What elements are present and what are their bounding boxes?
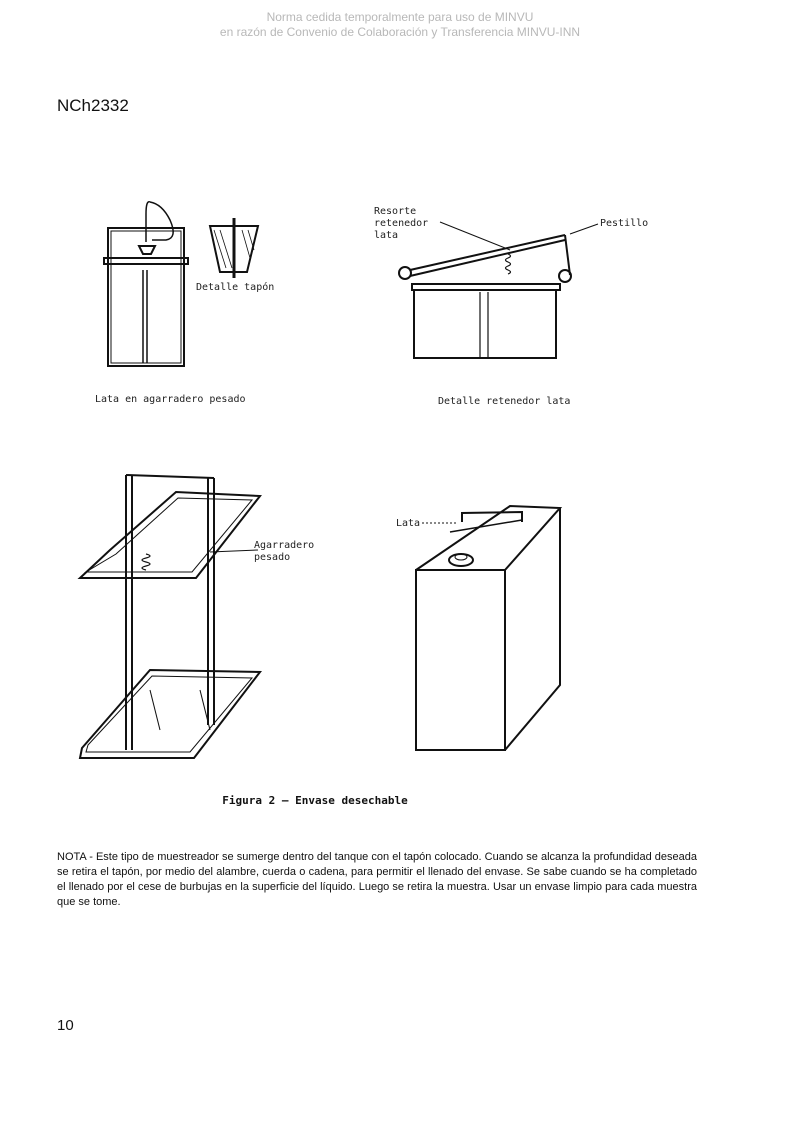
figure-title: Figura 2 – Envase desechable: [222, 794, 408, 807]
figure-2-drawing: Detalle tapón Lata en agarradero pesado …: [77, 201, 648, 759]
watermark: Norma cedida temporalmente para uso de M…: [0, 10, 800, 40]
label-resorte-line2: retenedor: [374, 218, 428, 229]
label-detalle-retenedor: Detalle retenedor lata: [438, 396, 570, 407]
label-resorte-line1: Resorte: [374, 206, 416, 217]
watermark-line-2: en razón de Convenio de Colaboración y T…: [219, 25, 581, 39]
label-detalle-tapon: Detalle tapón: [196, 281, 274, 293]
label-lata-agarradero: Lata en agarradero pesado: [95, 394, 246, 405]
plug-detail-drawing: [208, 218, 260, 278]
watermark-line-1: Norma cedida temporalmente para uso de M…: [266, 10, 534, 24]
can-box-drawing: [415, 504, 563, 751]
can-in-weighted-holder-drawing: [103, 201, 189, 367]
label-pestillo: Pestillo: [600, 218, 648, 229]
label-agarradero-line1: Agarradero: [254, 540, 314, 551]
document-code: NCh2332: [57, 96, 129, 115]
page-number: 10: [57, 1017, 74, 1034]
label-agarradero-line2: pesado: [254, 552, 290, 563]
note-paragraph: NOTA - Este tipo de muestreador se sumer…: [57, 851, 697, 908]
weighted-holder-frame-drawing: [77, 474, 263, 759]
label-resorte-line3: lata: [374, 230, 398, 241]
label-lata: Lata: [396, 518, 420, 529]
can-retainer-detail-drawing: [398, 221, 599, 359]
